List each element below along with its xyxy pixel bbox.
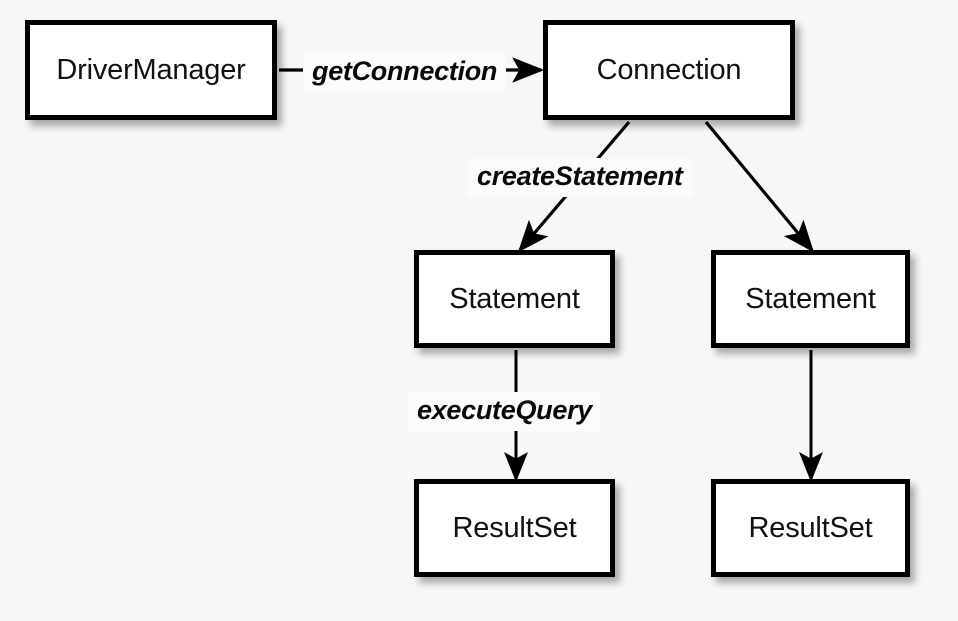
node-resultset-right-label: ResultSet xyxy=(748,511,873,544)
edge-label-create-statement: createStatement xyxy=(468,158,692,197)
node-resultset-right[interactable]: ResultSet xyxy=(711,479,910,577)
node-statement-left[interactable]: Statement xyxy=(414,250,615,348)
node-driver-manager-label: DriverManager xyxy=(56,53,246,86)
node-statement-right[interactable]: Statement xyxy=(711,250,910,348)
node-statement-right-label: Statement xyxy=(745,282,876,315)
edge-create-statement-2-line xyxy=(704,120,815,253)
node-statement-left-label: Statement xyxy=(449,282,580,315)
node-connection[interactable]: Connection xyxy=(543,20,795,120)
node-driver-manager[interactable]: DriverManager xyxy=(25,20,277,120)
edge-label-get-connection: getConnection xyxy=(303,53,507,92)
node-resultset-left[interactable]: ResultSet xyxy=(414,479,615,577)
edge-label-execute-query: executeQuery xyxy=(408,392,601,431)
node-resultset-left-label: ResultSet xyxy=(452,511,577,544)
node-connection-label: Connection xyxy=(596,53,742,86)
